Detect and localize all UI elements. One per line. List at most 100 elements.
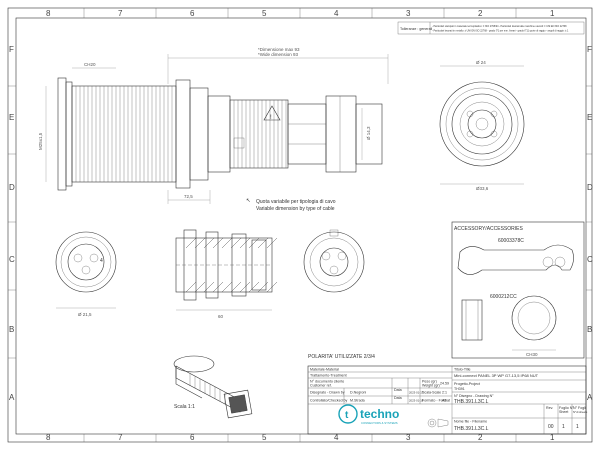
- row-label-left: A: [9, 393, 15, 402]
- logo-tagline: CONNECTORS & SYSTEMS: [361, 421, 398, 425]
- tb-date-label-2: Data: [394, 396, 402, 400]
- overall-dim-it: *Dimensione max 93: [258, 47, 300, 52]
- tb-checked-label: Controllato/Checked by: [310, 399, 348, 403]
- variable-note-en: Variable dimension by type of cable: [256, 206, 335, 212]
- row-ticks: [8, 85, 592, 359]
- tb-weight-value: 24.59: [440, 382, 449, 386]
- col-label-top: 4: [334, 9, 339, 18]
- tb-nsheet-label: N°di sheets: [573, 410, 588, 414]
- tolerance-line: - Particolari stampati in materiale term…: [432, 25, 567, 28]
- col-label-bottom: 6: [190, 433, 195, 442]
- tb-sheet-label: Sheet: [559, 410, 568, 414]
- grip-ribs: [233, 100, 287, 168]
- wrench-shape: [457, 244, 574, 275]
- nut-shape: [511, 295, 557, 341]
- accessory-code-2: 6000212CC: [490, 294, 517, 300]
- row-label-left: D: [9, 183, 15, 192]
- tb-date-label: Data: [394, 388, 402, 392]
- tb-file-label: Nome file - Filename: [454, 420, 487, 424]
- col-label-bottom: 4: [334, 433, 339, 442]
- tb-rev-label: Rev.: [546, 406, 553, 410]
- col-label-bottom: 3: [406, 433, 411, 442]
- end-view-rear: Ø 24 Ø33,6: [439, 60, 525, 191]
- tb-format-label: Formato - Format: [422, 399, 450, 403]
- dim-ch20: CH20: [84, 62, 96, 67]
- overall-dim-en: *Wide dimension 93: [258, 52, 299, 57]
- techno-logo: t techno CONNECTORS & SYSTEMS: [338, 404, 399, 425]
- scale-note: Scala 1:1: [174, 404, 195, 410]
- col-label-bottom: 5: [262, 433, 267, 442]
- accessories-panel: ACCESSORY/ACCESSORIES 60003378C 6000212C…: [451, 221, 585, 359]
- col-label-bottom: 1: [550, 433, 555, 442]
- logo-letter: t: [345, 410, 349, 421]
- dim-d143: Ø 14,3: [366, 126, 371, 140]
- col-label-top: 6: [190, 9, 195, 18]
- dim-d215: Ø 21,5: [78, 312, 92, 317]
- row-label-right: B: [587, 325, 592, 334]
- tb-treatment-label: Trattamento-Treatment: [310, 374, 347, 378]
- section-view: 60: [175, 229, 278, 319]
- dim-ch30: CH30: [526, 352, 538, 357]
- inner-border: [15, 17, 587, 435]
- col-label-top: 2: [478, 9, 483, 18]
- variable-note-it: Quota variabile per tipologia di cavo: [256, 199, 336, 205]
- tb-date-value1: 2023-01-17: [409, 391, 424, 395]
- tb-project-label: Progetto-Project: [454, 382, 480, 386]
- column-ticks: [83, 8, 517, 442]
- col-label-bottom: 8: [46, 433, 51, 442]
- tb-weight-label: Peso (gr): [422, 380, 437, 384]
- tb-title-label: Titolo-Title: [454, 368, 471, 372]
- tb-file-value: THB.391.L3C.L: [454, 426, 489, 432]
- tb-project-value: TH391: [454, 387, 465, 391]
- col-label-top: 5: [262, 9, 267, 18]
- overall-dimension: *Dimensione max 93 *Wide dimension 93: [167, 47, 389, 84]
- tb-date-value2: 2023-01-18: [409, 399, 424, 403]
- tb-drawing-no-value: THB.391.L3C.L: [454, 399, 489, 405]
- row-label-left: B: [9, 325, 14, 334]
- tb-format-value: A3: [442, 399, 446, 403]
- tb-scale-label: Scala-Scale: [422, 391, 441, 395]
- tb-checked-value: M.Strada: [350, 399, 365, 403]
- col-label-top: 1: [550, 9, 555, 18]
- tb-designer-label: Disegnato - Drawn by: [310, 391, 345, 395]
- tb-nfogli-value: 1: [576, 424, 579, 430]
- row-label-left: C: [9, 255, 15, 264]
- tb-designer-value: D.Negroni: [350, 391, 366, 395]
- row-label-right: F: [587, 45, 592, 54]
- col-label-top: 8: [46, 9, 51, 18]
- row-label-right: A: [587, 393, 593, 402]
- polarity-note: POLARITA' UTILIZZATE 2/3/4: [308, 354, 375, 360]
- row-label-left: F: [9, 45, 14, 54]
- dim-len2: 60: [218, 314, 224, 319]
- dim-pg: M25x1,5: [38, 132, 43, 150]
- side-view: CH20 ! M25x1,5 Ø 14,3: [38, 62, 383, 204]
- col-label-bottom: 7: [118, 433, 123, 442]
- iso-3d-view: [173, 355, 253, 419]
- tb-material-label: Materiale-Material: [310, 368, 339, 372]
- svg-text:4: 4: [100, 258, 103, 264]
- tb-foglio-label: Foglio N°: [559, 406, 574, 410]
- insert-view: [303, 229, 365, 293]
- tb-nfogli-label: N° Fogli: [573, 406, 586, 410]
- svg-text:!: !: [270, 115, 272, 121]
- row-label-right: D: [587, 183, 593, 192]
- projection-symbol-icon: [427, 418, 449, 428]
- col-label-top: 7: [118, 9, 123, 18]
- accessories-title: ACCESSORY/ACCESSORIES: [454, 226, 523, 232]
- variable-note-arrow: ↖: [246, 198, 251, 204]
- dim-d336: Ø33,6: [476, 186, 489, 191]
- front-view-face: 4 Ø 21,5: [55, 231, 117, 317]
- row-label-right: C: [587, 255, 593, 264]
- tolerance-label: Tolleranze : generali: [400, 27, 432, 31]
- tb-rev-value: 00: [548, 424, 554, 430]
- tb-doc-label: N° documento cliente: [310, 380, 344, 384]
- col-label-top: 3: [406, 9, 411, 18]
- row-label-left: E: [9, 113, 14, 122]
- row-label-right: E: [587, 113, 592, 122]
- col-label-bottom: 2: [478, 433, 483, 442]
- section-hatching: [185, 237, 278, 293]
- logo-text: techno: [360, 407, 399, 421]
- dim-d24: Ø 24: [476, 60, 486, 65]
